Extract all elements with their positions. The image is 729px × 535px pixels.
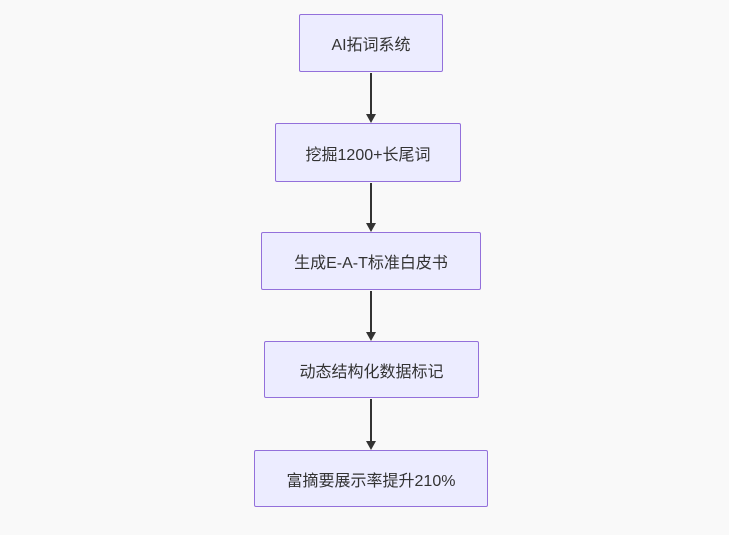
arrow-line bbox=[370, 73, 372, 114]
arrowhead-down-icon bbox=[366, 223, 376, 232]
flow-node-label: AI拓词系统 bbox=[331, 37, 411, 54]
flow-node-dynamic-structured-data-markup: 动态结构化数据标记 bbox=[264, 341, 479, 398]
flow-node-generate-eat-whitepaper: 生成E-A-T标准白皮书 bbox=[261, 232, 481, 290]
flow-node-label: 动态结构化数据标记 bbox=[299, 363, 444, 381]
flow-node-label: 生成E-A-T标准白皮书 bbox=[294, 255, 448, 272]
flow-edge-c-to-d bbox=[365, 291, 377, 341]
arrowhead-down-icon bbox=[366, 332, 376, 341]
flow-node-rich-snippet-rate-increase: 富摘要展示率提升210% bbox=[254, 450, 488, 507]
arrow-line bbox=[370, 183, 372, 223]
flow-edge-a-to-b bbox=[365, 73, 377, 123]
arrow-line bbox=[370, 399, 372, 441]
flow-edge-b-to-c bbox=[365, 183, 377, 232]
arrowhead-down-icon bbox=[366, 114, 376, 123]
flow-edge-d-to-e bbox=[365, 399, 377, 450]
arrow-line bbox=[370, 291, 372, 332]
flow-node-mine-longtail-keywords: 挖掘1200+长尾词 bbox=[275, 123, 461, 182]
flow-node-label: 富摘要展示率提升210% bbox=[286, 472, 456, 490]
flow-node-ai-word-expansion-system: AI拓词系统 bbox=[299, 14, 443, 72]
arrowhead-down-icon bbox=[366, 441, 376, 450]
flow-node-label: 挖掘1200+长尾词 bbox=[305, 146, 431, 164]
